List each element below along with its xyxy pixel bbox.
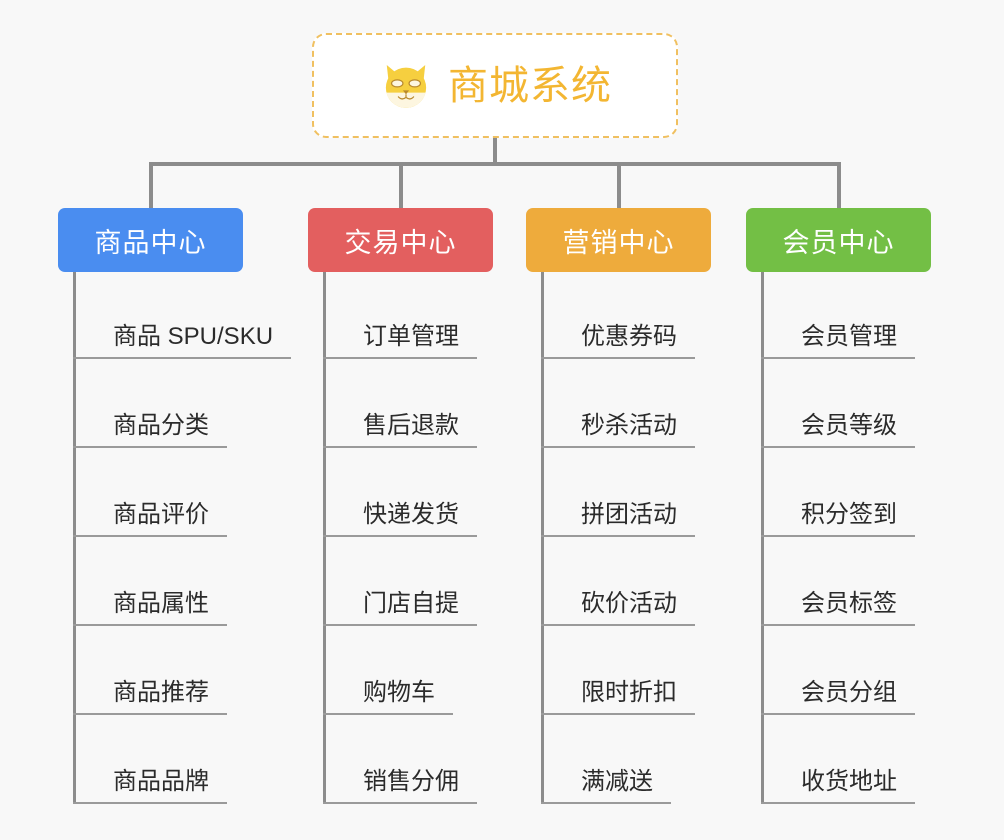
leaf-item[interactable]: 销售分佣: [323, 767, 477, 804]
leaf-item-label: 快递发货: [363, 501, 459, 528]
leaf-item-label: 会员标签: [801, 590, 897, 617]
leaf-item[interactable]: 快递发货: [323, 500, 477, 537]
leaf-item[interactable]: 商品推荐: [73, 678, 227, 715]
leaf-item-underline: [541, 713, 695, 715]
leaf-item[interactable]: 购物车: [323, 678, 453, 715]
leaf-item-label: 商品分类: [113, 412, 209, 439]
category-box-1[interactable]: 商品中心: [58, 208, 243, 272]
leaf-item-label: 商品推荐: [113, 679, 209, 706]
connector-horizontal-bus: [149, 162, 841, 166]
leaf-item-underline: [73, 624, 227, 626]
connector-drop-1: [149, 162, 153, 208]
leaf-item[interactable]: 拼团活动: [541, 500, 695, 537]
category-label: 交易中心: [344, 227, 457, 258]
category-label: 会员中心: [782, 227, 895, 258]
category-box-2[interactable]: 交易中心: [308, 208, 493, 272]
leaf-item-underline: [323, 446, 477, 448]
leaf-item[interactable]: 会员标签: [761, 589, 915, 626]
connector-drop-4: [837, 162, 841, 208]
leaf-item-label: 订单管理: [363, 323, 459, 350]
leaf-item[interactable]: 收货地址: [761, 767, 915, 804]
leaf-item-underline: [761, 802, 915, 804]
root-node-label: 商城系统: [448, 63, 612, 108]
leaf-item-label: 销售分佣: [363, 768, 459, 795]
leaf-item-label: 限时折扣: [581, 679, 677, 706]
leaf-item-underline: [761, 446, 915, 448]
leaf-item[interactable]: 订单管理: [323, 322, 477, 359]
category-label: 商品中心: [94, 227, 207, 258]
shiba-dog-icon: [385, 64, 427, 108]
leaf-item[interactable]: 门店自提: [323, 589, 477, 626]
leaf-item-label: 门店自提: [363, 590, 459, 617]
leaf-item[interactable]: 会员分组: [761, 678, 915, 715]
leaf-item[interactable]: 会员等级: [761, 411, 915, 448]
leaf-item-label: 商品 SPU/SKU: [113, 323, 274, 350]
leaf-item[interactable]: 满减送: [541, 767, 671, 804]
leaf-item-label: 会员管理: [801, 323, 897, 350]
leaf-item-label: 商品品牌: [113, 768, 209, 795]
leaf-item-underline: [761, 357, 915, 359]
leaf-item-underline: [541, 624, 695, 626]
connector-drop-2: [399, 162, 403, 208]
leaf-item-underline: [541, 535, 695, 537]
leaf-item[interactable]: 砍价活动: [541, 589, 695, 626]
leaf-item[interactable]: 限时折扣: [541, 678, 695, 715]
leaf-item-underline: [761, 713, 915, 715]
leaf-item-underline: [323, 713, 453, 715]
leaf-item-label: 商品评价: [113, 501, 209, 528]
connector-root-stem: [493, 138, 497, 165]
leaf-item[interactable]: 商品品牌: [73, 767, 227, 804]
leaf-item[interactable]: 秒杀活动: [541, 411, 695, 448]
leaf-item-label: 砍价活动: [581, 590, 677, 617]
leaf-item[interactable]: 售后退款: [323, 411, 477, 448]
leaf-spine-line: [761, 272, 764, 803]
leaf-item[interactable]: 商品属性: [73, 589, 227, 626]
leaf-item-underline: [323, 624, 477, 626]
leaf-item[interactable]: 商品分类: [73, 411, 227, 448]
leaf-item[interactable]: 优惠券码: [541, 322, 695, 359]
leaf-item-label: 积分签到: [801, 501, 897, 528]
leaf-item-underline: [541, 446, 695, 448]
leaf-spine-line: [73, 272, 76, 803]
leaf-item-label: 秒杀活动: [581, 412, 677, 439]
leaf-item-underline: [73, 357, 292, 359]
leaf-item-underline: [73, 446, 227, 448]
connector-drop-3: [617, 162, 621, 208]
leaf-item-underline: [73, 535, 227, 537]
leaf-item-label: 会员分组: [801, 679, 897, 706]
leaf-item-underline: [323, 357, 477, 359]
leaf-item-underline: [541, 357, 695, 359]
leaf-item-label: 满减送: [581, 768, 653, 795]
leaf-spine-line: [541, 272, 544, 803]
leaf-item-underline: [73, 713, 227, 715]
leaf-item-label: 商品属性: [113, 590, 209, 617]
leaf-item-underline: [323, 802, 477, 804]
root-node-shopping-mall-system[interactable]: 商城系统: [312, 33, 678, 138]
leaf-item-underline: [541, 802, 671, 804]
leaf-item-label: 售后退款: [363, 412, 459, 439]
category-box-3[interactable]: 营销中心: [526, 208, 711, 272]
leaf-item-underline: [73, 802, 227, 804]
category-label: 营销中心: [562, 227, 675, 258]
leaf-item[interactable]: 积分签到: [761, 500, 915, 537]
leaf-item[interactable]: 商品 SPU/SKU: [73, 322, 292, 359]
leaf-spine-line: [323, 272, 326, 803]
leaf-item[interactable]: 商品评价: [73, 500, 227, 537]
leaf-item-label: 拼团活动: [581, 501, 677, 528]
leaf-item-label: 会员等级: [801, 412, 897, 439]
leaf-item-label: 收货地址: [801, 768, 897, 795]
leaf-item-label: 购物车: [363, 679, 435, 706]
leaf-item-underline: [761, 535, 915, 537]
category-box-4[interactable]: 会员中心: [746, 208, 931, 272]
leaf-item-underline: [761, 624, 915, 626]
leaf-item[interactable]: 会员管理: [761, 322, 915, 359]
leaf-item-underline: [323, 535, 477, 537]
leaf-item-label: 优惠券码: [581, 323, 677, 350]
